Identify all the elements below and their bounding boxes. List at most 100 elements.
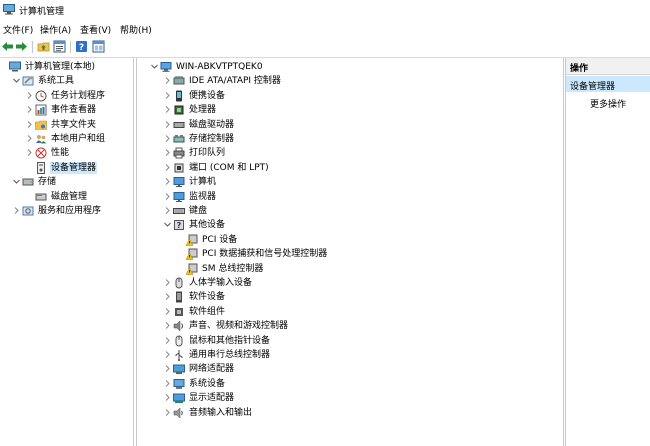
tree-item-label: 系统设备 <box>189 378 226 389</box>
chevron-right-icon[interactable] <box>163 307 172 316</box>
tree-item-label: 便携设备 <box>189 90 226 101</box>
tree-item-label: 磁盘管理 <box>51 191 88 202</box>
chevron-right-icon[interactable] <box>25 148 34 157</box>
tree-item-label: 端口 (COM 和 LPT) <box>189 162 269 173</box>
chevron-right-icon[interactable] <box>163 278 172 287</box>
tree-item-label: 共享文件夹 <box>51 119 97 130</box>
tree-item-label: 处理器 <box>189 105 217 116</box>
disk-icon <box>35 191 47 203</box>
chevron-right-icon[interactable] <box>163 408 172 417</box>
actions-pane: 操作 设备管理器 更多操作 <box>565 58 650 446</box>
audio-io-icon <box>173 406 185 419</box>
chevron-right-icon[interactable] <box>25 134 34 143</box>
svg-text:?: ? <box>177 221 182 230</box>
tree-item-label: WIN-ABKVTPTQEK0 <box>176 62 263 72</box>
storage-icon <box>22 176 34 188</box>
display-adapter-icon <box>173 392 185 404</box>
menu-help[interactable]: 帮助(H) <box>120 26 152 36</box>
users-icon <box>35 133 47 145</box>
chevron-right-icon[interactable] <box>163 163 172 172</box>
menu-action[interactable]: 操作(A) <box>40 26 72 36</box>
tree-item-label: 鼠标和其他指针设备 <box>189 335 271 346</box>
monitor-icon <box>173 191 185 203</box>
actions-header: 操作 <box>566 58 650 75</box>
tree-item-label: PCI 设备 <box>202 234 238 245</box>
mouse-icon <box>173 335 185 347</box>
chevron-right-icon[interactable] <box>25 91 34 100</box>
chevron-right-icon[interactable] <box>163 148 172 157</box>
chevron-right-icon[interactable] <box>163 350 172 359</box>
chevron-right-icon[interactable] <box>163 192 172 201</box>
chevron-down-icon[interactable] <box>163 220 172 229</box>
chevron-right-icon[interactable] <box>163 292 172 301</box>
console-icon[interactable] <box>92 40 105 53</box>
chevron-right-icon[interactable] <box>163 393 172 402</box>
tree-item-label: 存储 <box>38 177 57 188</box>
chevron-down-icon[interactable] <box>12 76 21 85</box>
tree-spacer <box>25 163 34 172</box>
chevron-right-icon[interactable] <box>163 364 172 373</box>
storage-controller-icon <box>173 133 185 145</box>
tree-spacer <box>176 264 185 273</box>
performance-icon <box>35 147 47 159</box>
chevron-right-icon[interactable] <box>163 120 172 129</box>
chevron-right-icon[interactable] <box>163 105 172 114</box>
tree-item-label: 设备管理器 <box>50 161 98 174</box>
more-actions-link[interactable]: 更多操作 <box>590 100 627 110</box>
computer-management-icon <box>9 61 21 73</box>
tree-item-label: 事件查看器 <box>51 105 97 116</box>
monitor-icon <box>173 176 185 188</box>
folder-up-icon[interactable] <box>37 40 50 53</box>
chevron-right-icon[interactable] <box>163 134 172 143</box>
tree-item-label: 计算机 <box>189 177 217 188</box>
event-viewer-icon <box>35 104 47 116</box>
tree-item-label: PCI 数据捕获和信号处理控制器 <box>202 249 328 260</box>
window-title: 计算机管理 <box>19 7 65 17</box>
tree-item-label: 显示适配器 <box>189 393 235 404</box>
back-icon[interactable] <box>1 40 14 53</box>
tree-item-label: 计算机管理(本地) <box>25 62 96 72</box>
tree-item-label: 磁盘驱动器 <box>189 119 235 130</box>
tree-spacer <box>0 62 8 71</box>
processor-icon <box>173 104 185 116</box>
network-adapter-icon <box>173 363 185 375</box>
tree-item-label: 人体学输入设备 <box>189 278 253 288</box>
tree-item-label: 网络适配器 <box>189 364 235 375</box>
help-icon[interactable]: ? <box>75 40 88 53</box>
actions-header-label: 操作 <box>570 64 589 74</box>
chevron-right-icon[interactable] <box>25 120 34 129</box>
tree-item-label: 通用串行总线控制器 <box>189 350 271 360</box>
chevron-right-icon[interactable] <box>25 105 34 114</box>
hid-icon <box>173 277 185 289</box>
portable-device-icon <box>173 90 185 102</box>
chevron-down-icon[interactable] <box>150 62 159 71</box>
services-icon <box>22 205 34 217</box>
chevron-down-icon[interactable] <box>12 177 21 186</box>
other-devices-icon: ? <box>173 219 185 231</box>
chevron-right-icon[interactable] <box>163 177 172 186</box>
tree-item-label: 打印队列 <box>189 148 226 159</box>
tree-item-label: 键盘 <box>189 206 208 216</box>
software-device-icon <box>173 291 185 303</box>
menu-file[interactable]: 文件(F) <box>3 26 34 36</box>
chevron-right-icon[interactable] <box>163 91 172 100</box>
chevron-right-icon[interactable] <box>163 336 172 345</box>
menu-view[interactable]: 查看(V) <box>80 26 112 36</box>
printer-icon <box>173 147 185 159</box>
svg-text:?: ? <box>79 43 84 53</box>
chevron-right-icon[interactable] <box>163 379 172 388</box>
chevron-right-icon[interactable] <box>163 206 172 215</box>
tree-item-label: 声音、视频和游戏控制器 <box>189 321 289 332</box>
chevron-right-icon[interactable] <box>163 321 172 330</box>
actions-group-device-manager[interactable]: 设备管理器 <box>566 76 650 92</box>
properties-icon[interactable] <box>53 40 66 53</box>
forward-icon[interactable] <box>15 40 28 53</box>
tree-item-label: SM 总线控制器 <box>202 263 264 274</box>
chevron-right-icon[interactable] <box>163 76 172 85</box>
software-component-icon <box>173 306 185 318</box>
actions-group-label: 设备管理器 <box>570 82 616 92</box>
chevron-right-icon[interactable] <box>12 206 21 215</box>
tree-item-label: 服务和应用程序 <box>38 206 102 216</box>
keyboard-icon <box>173 205 185 217</box>
